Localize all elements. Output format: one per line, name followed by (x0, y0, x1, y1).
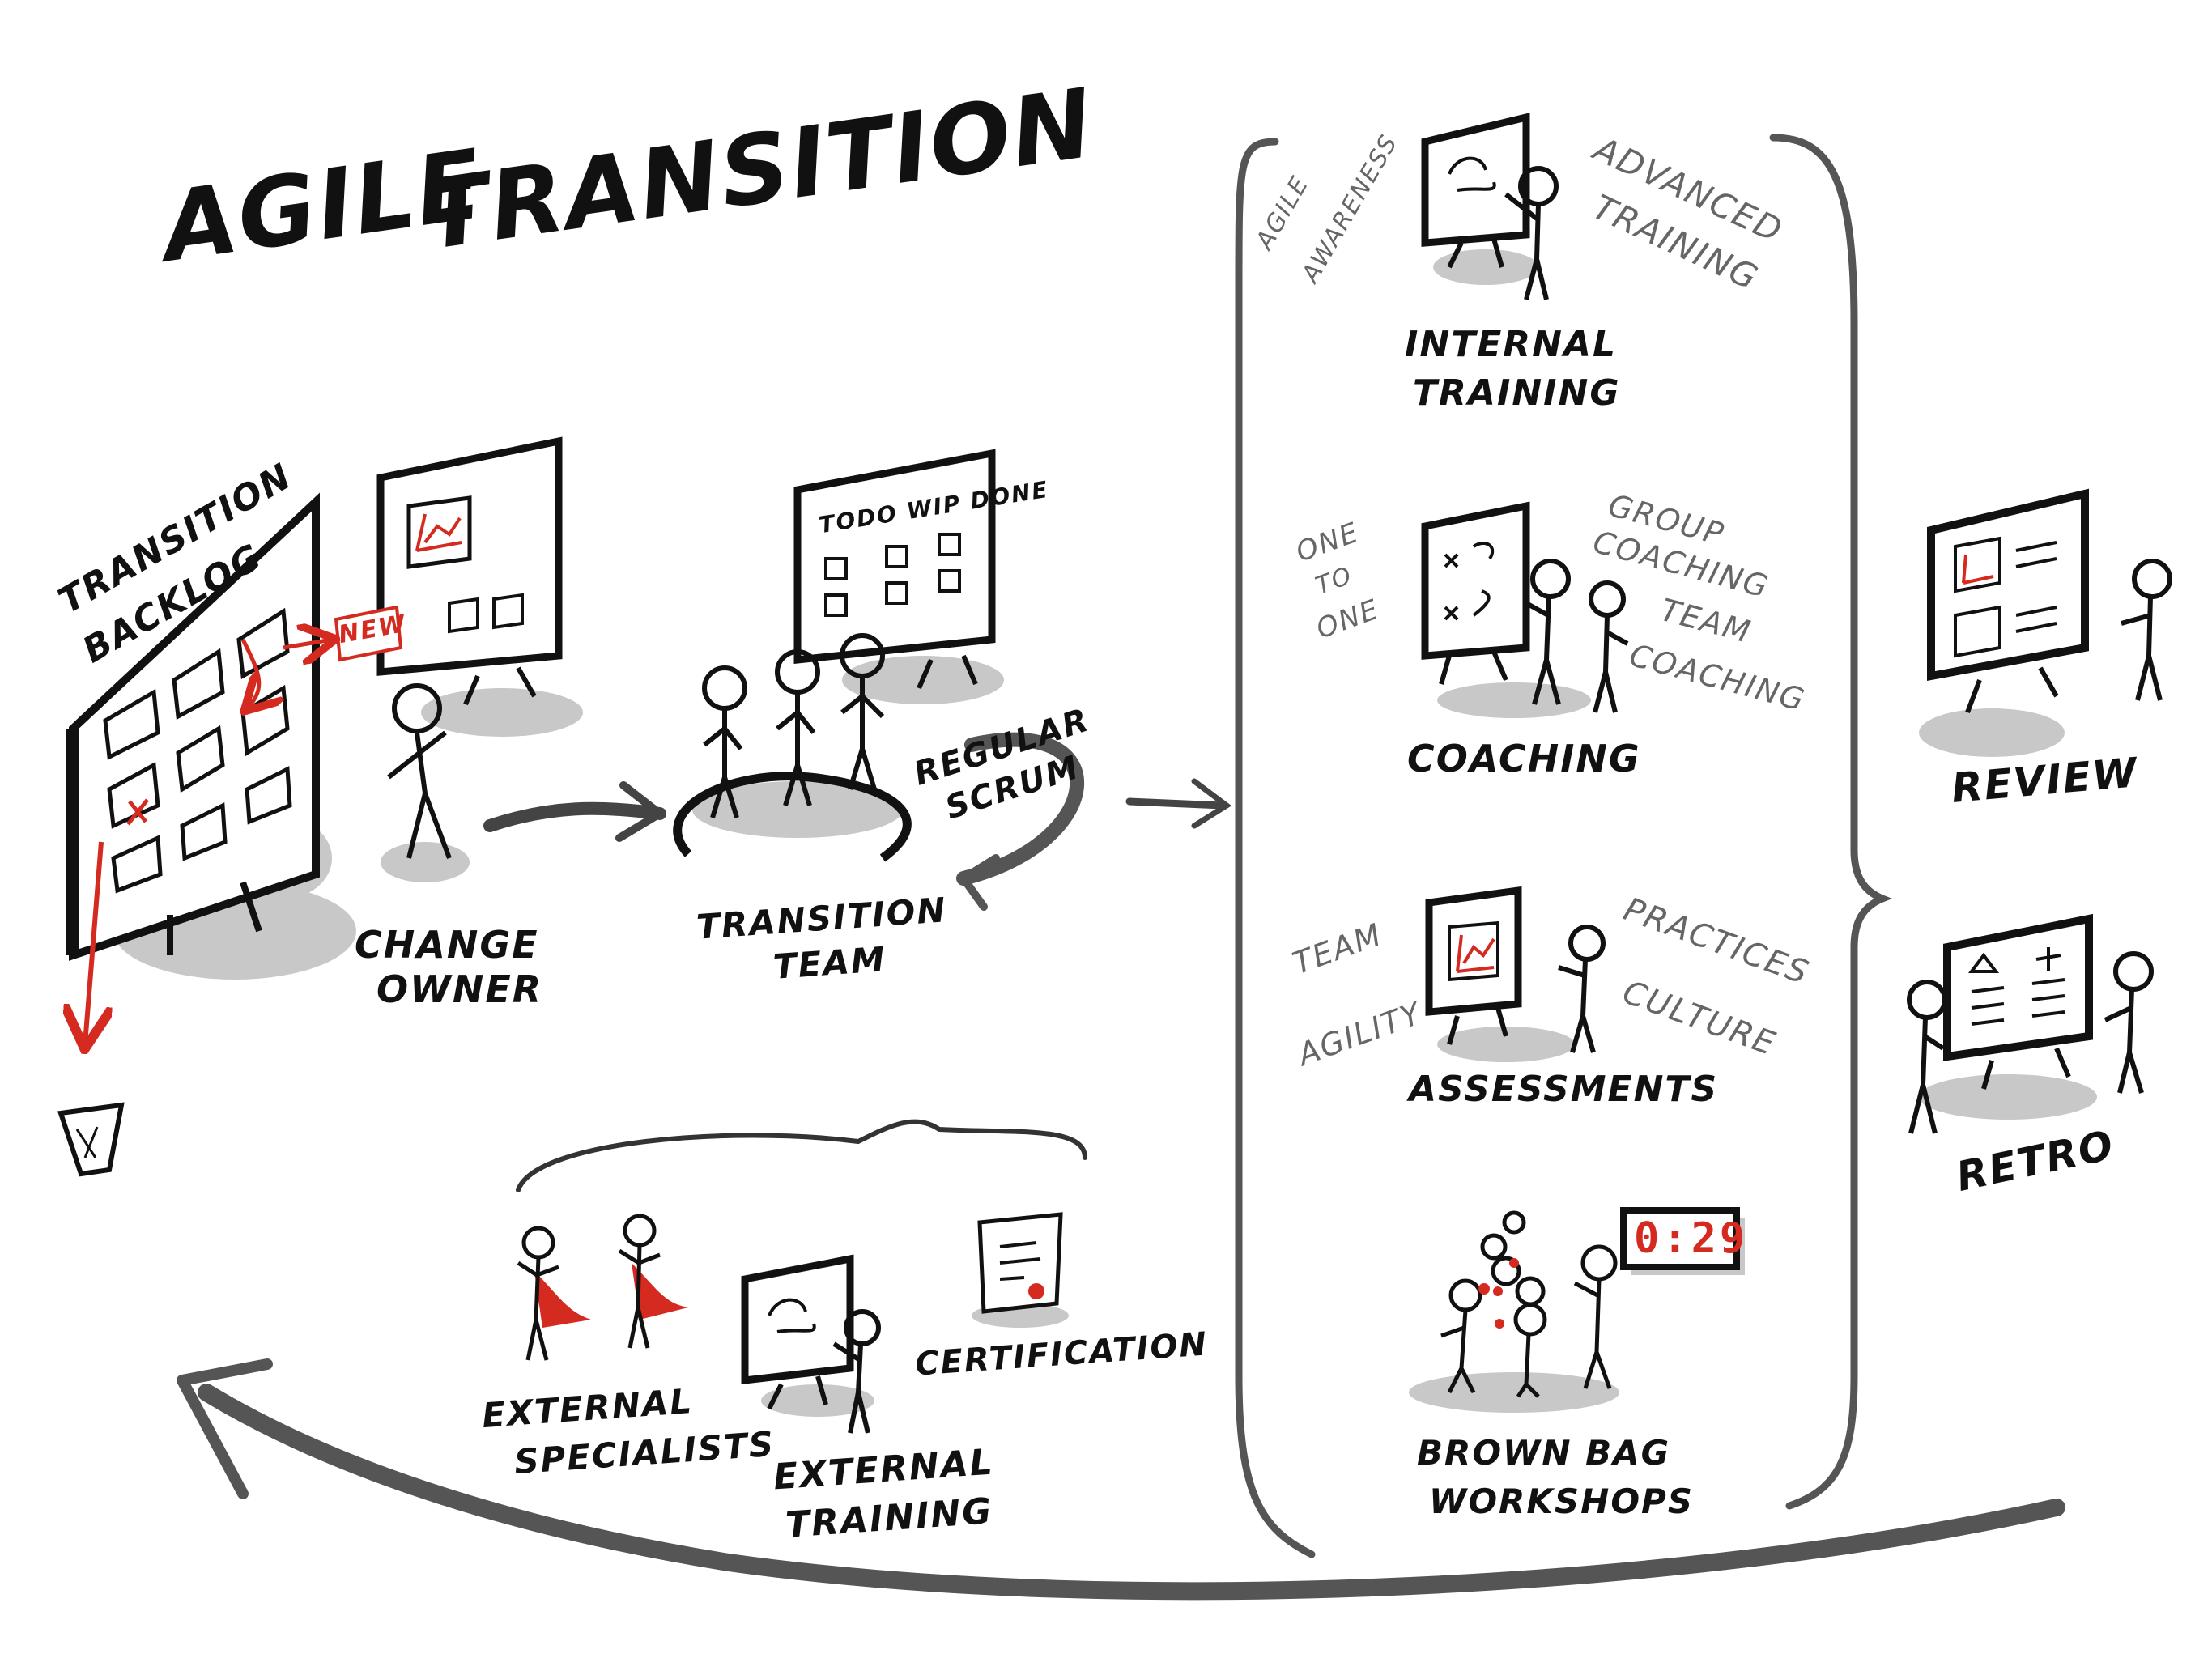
review-icon (1919, 488, 2172, 757)
change-owner-label-line2: OWNER (376, 967, 543, 1011)
change-owner-label-line1: CHANGE (355, 923, 539, 967)
timer-icon (1620, 1207, 1745, 1275)
brown-bag-icon (1409, 1210, 1619, 1413)
brown-bag-label-line1: BROWN BAG (1417, 1433, 1671, 1473)
assessments-icon (1425, 886, 1606, 1062)
change-owner-figure-icon (381, 683, 470, 882)
timer-display: 0:29 (1634, 1214, 1749, 1263)
backlog-board-icon (73, 492, 356, 1044)
activities-bracket (1235, 134, 1893, 1558)
external-training-icon (741, 1254, 881, 1434)
transition-team-label-line2: TEAM (772, 939, 888, 987)
team-figures-icon (673, 633, 912, 862)
brown-bag-label-line2: WORKSHOPS (1429, 1482, 1695, 1521)
external-specialists-icon (517, 1214, 688, 1361)
return-arrow (177, 1358, 2065, 1601)
team-board-icon (793, 449, 1004, 704)
scrum-cycle-arrow (956, 732, 1084, 886)
change-owner-board-icon (283, 436, 583, 737)
external-brace (516, 1119, 1087, 1192)
team-to-activities-arrow (1125, 797, 1227, 810)
internal-training-label-line1: INTERNAL (1405, 324, 1618, 365)
coaching-label: COACHING (1407, 737, 1641, 780)
retro-icon (1907, 913, 2154, 1134)
coaching-icon (1421, 501, 1629, 718)
trash-can-icon (57, 1102, 125, 1177)
internal-training-label-line2: TRAINING (1413, 372, 1621, 414)
assessments-label: ASSESSMENTS (1409, 1069, 1719, 1110)
certificate-icon (972, 1212, 1069, 1328)
internal-training-icon (1421, 113, 1559, 300)
owner-to-team-arrow (483, 801, 666, 832)
